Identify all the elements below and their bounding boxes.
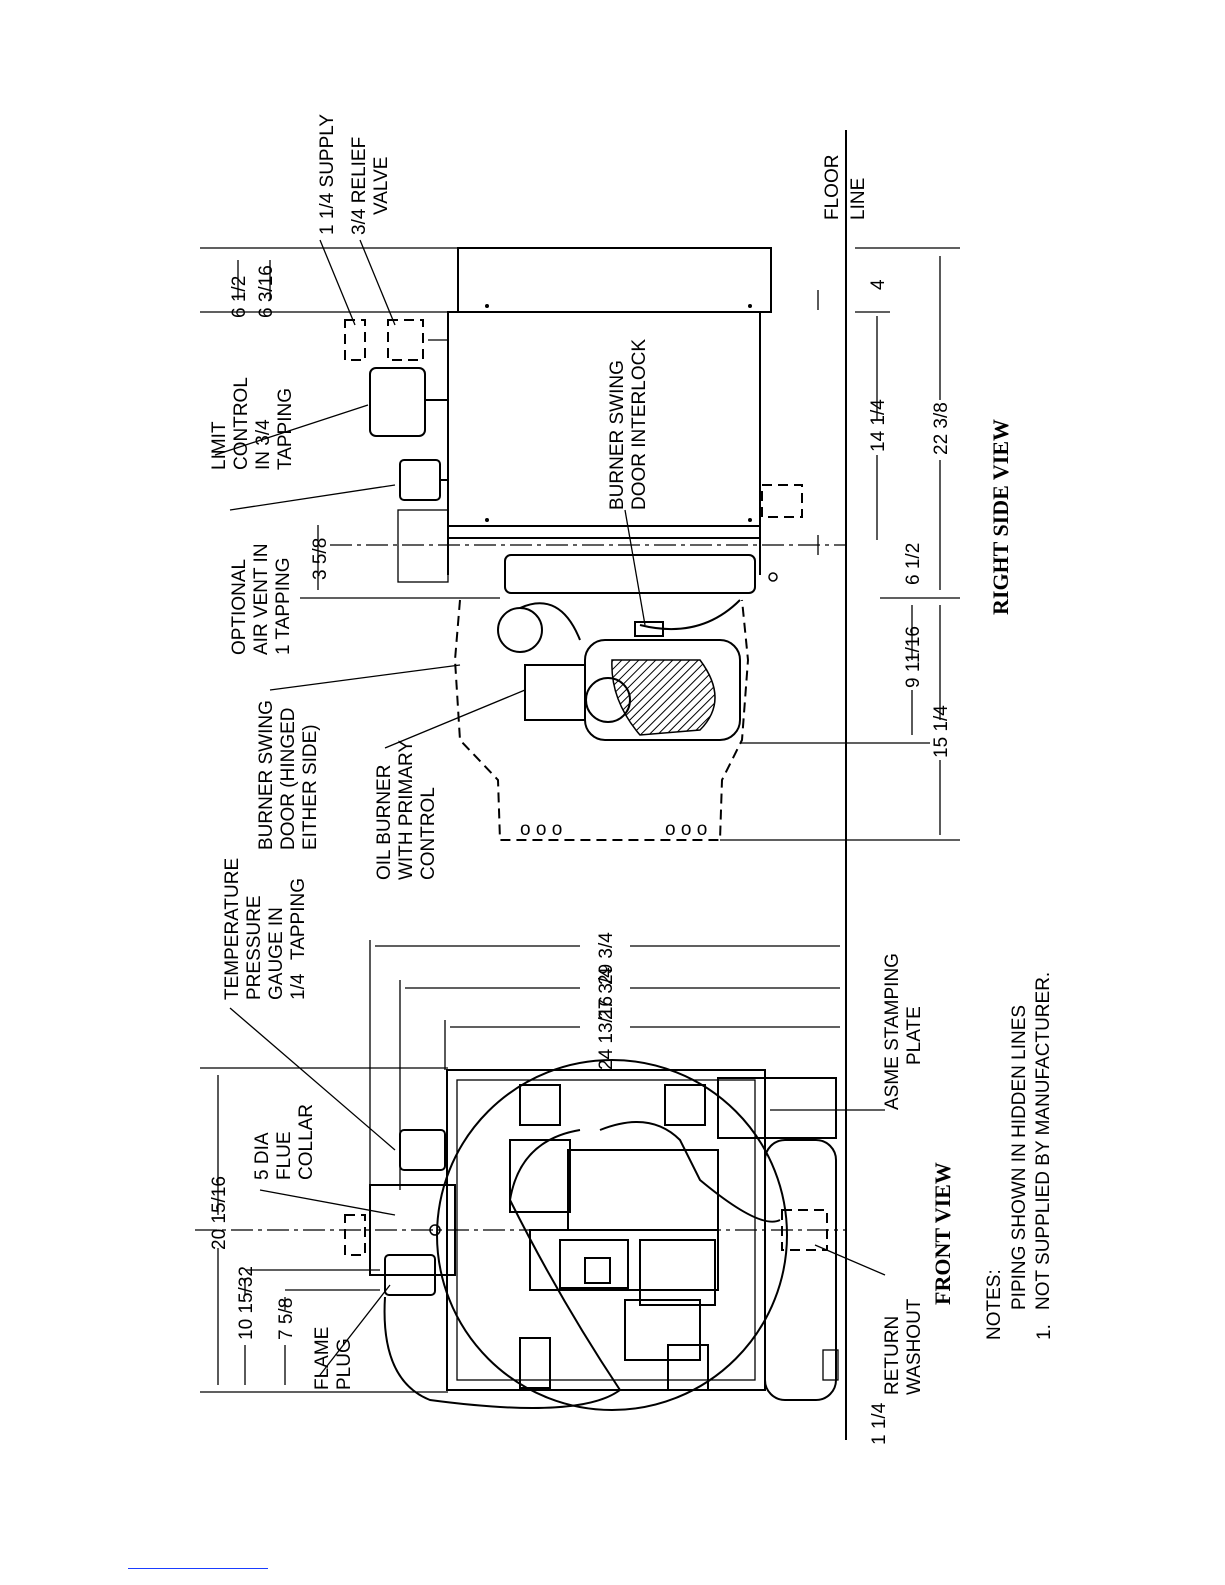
svg-text:o o o: o o o	[520, 819, 562, 840]
return-size-label: 1 1/4	[869, 1402, 890, 1445]
svg-text:1 1/4: 1 1/4	[869, 1402, 890, 1445]
asme-plate-label: ASME STAMPING PLATE	[882, 953, 925, 1110]
air-vent-label: OPTIONAL AIR VENT IN 1 TAPPING	[229, 543, 294, 655]
supply-label: 1 1/4 SUPPLY	[317, 114, 338, 235]
note-1-text: PIPING SHOWN IN HIDDEN LINES NOT SUPPLIE…	[1009, 972, 1054, 1310]
svg-text:1 1/4 SUPPLY: 1 1/4 SUPPLY	[317, 114, 338, 235]
relief-valve-label: 3/4 RELIEF VALVE	[349, 137, 392, 235]
svg-text:PIPING SHOWN IN HIDDEN LINES: PIPING SHOWN IN HIDDEN LINES	[1009, 1005, 1030, 1310]
dim-height-1: 29 3/4	[596, 932, 617, 985]
svg-text:22 3/8: 22 3/8	[931, 402, 952, 455]
floor-line-label: FLOOR LINE	[822, 155, 869, 220]
temp-gauge-label: TEMPERATURE PRESSURE GAUGE IN TAPPING 1/…	[222, 858, 309, 1000]
svg-text:GAUGE IN: GAUGE IN	[266, 907, 287, 1000]
svg-text:CONTROL: CONTROL	[418, 787, 439, 880]
dim-4: 4	[868, 279, 889, 290]
front-view	[195, 940, 886, 1411]
svg-text:OPTIONAL: OPTIONAL	[229, 559, 250, 655]
dim-top-2: 6 3/16	[256, 265, 277, 318]
svg-text:DOOR INTERLOCK: DOOR INTERLOCK	[629, 339, 650, 510]
svg-text:7 5/8: 7 5/8	[276, 1298, 297, 1340]
footer-link-underline	[128, 1568, 268, 1569]
svg-text:1/4: 1/4	[288, 973, 309, 1000]
right-side-view: o o o o o o	[200, 247, 960, 841]
oil-burner-label: OIL BURNER WITH PRIMARY CONTROL	[374, 740, 439, 880]
svg-text:EITHER SIDE): EITHER SIDE)	[300, 724, 321, 850]
svg-text:TAPPING: TAPPING	[288, 878, 309, 960]
svg-text:3/4 RELIEF: 3/4 RELIEF	[349, 137, 370, 235]
svg-text:PLUG: PLUG	[334, 1338, 355, 1390]
svg-text:TAPPING: TAPPING	[275, 388, 296, 470]
svg-text:BURNER SWING: BURNER SWING	[256, 700, 277, 850]
dim-overall-width: 20 15/16	[209, 1176, 230, 1250]
svg-text:VALVE: VALVE	[371, 157, 392, 215]
svg-text:27 3/4: 27 3/4	[596, 967, 617, 1020]
swing-door-label: BURNER SWING DOOR (HINGED EITHER SIDE)	[256, 700, 321, 850]
svg-text:COLLAR: COLLAR	[296, 1104, 317, 1180]
flame-plug-label: FLAME PLUG	[312, 1327, 355, 1390]
limit-control-label: LIMIT CONTROL IN 3/4 TAPPING	[209, 377, 296, 470]
dim-offset-2: 7 5/8	[276, 1298, 297, 1340]
dim-top-1: 6 1/2	[229, 276, 250, 318]
svg-text:29 3/4: 29 3/4	[596, 932, 617, 985]
svg-text:6 3/16: 6 3/16	[256, 265, 277, 318]
svg-text:RETURN: RETURN	[882, 1316, 903, 1395]
notes-heading: NOTES:	[984, 1269, 1005, 1340]
svg-text:LINE: LINE	[848, 178, 869, 220]
svg-text:9 11/16: 9 11/16	[903, 626, 924, 688]
leaders	[214, 239, 646, 749]
svg-text:6 1/2: 6 1/2	[903, 543, 924, 585]
svg-text:14 1/4: 14 1/4	[868, 399, 889, 452]
svg-text:CONTROL: CONTROL	[231, 377, 252, 470]
dim-vent-offset: 3 5/8	[310, 538, 331, 580]
svg-text:DOOR (HINGED: DOOR (HINGED	[278, 708, 299, 851]
dim-15: 15 1/4	[931, 705, 952, 758]
svg-text:WITH PRIMARY: WITH PRIMARY	[396, 740, 417, 880]
svg-text:1 TAPPING: 1 TAPPING	[273, 558, 294, 656]
svg-text:AIR VENT IN: AIR VENT IN	[251, 543, 272, 655]
svg-text:24 13/16: 24 13/16	[596, 996, 617, 1070]
svg-text:FRONT VIEW: FRONT VIEW	[930, 1162, 955, 1305]
svg-text:FLOOR: FLOOR	[822, 155, 843, 220]
svg-text:o o o: o o o	[665, 819, 707, 840]
svg-text:3 5/8: 3 5/8	[310, 538, 331, 580]
dim-6: 6 1/2	[903, 543, 924, 585]
svg-text:5 DIA: 5 DIA	[252, 1132, 273, 1180]
dim-22: 22 3/8	[931, 402, 952, 455]
dim-9: 9 11/16	[903, 626, 924, 688]
svg-text:15 1/4: 15 1/4	[931, 705, 952, 758]
note-1-number: 1.	[1034, 1324, 1055, 1340]
svg-text:FLAME: FLAME	[312, 1327, 333, 1390]
dim-offset-1: 10 15/32	[236, 1266, 257, 1340]
svg-text:IN 3/4: IN 3/4	[253, 419, 274, 470]
svg-text:WASHOUT: WASHOUT	[904, 1298, 925, 1395]
svg-text:1.: 1.	[1034, 1324, 1055, 1340]
svg-text:4: 4	[868, 279, 889, 290]
svg-text:PRESSURE: PRESSURE	[244, 895, 265, 1000]
interlock-label: BURNER SWING DOOR INTERLOCK	[607, 339, 650, 510]
return-washout-label: RETURN WASHOUT	[882, 1298, 925, 1395]
svg-text:20 15/16: 20 15/16	[209, 1176, 230, 1250]
svg-text:6 1/2: 6 1/2	[229, 276, 250, 318]
svg-text:ASME STAMPING: ASME STAMPING	[882, 953, 903, 1110]
svg-text:NOTES:: NOTES:	[984, 1269, 1005, 1340]
dim-height-3: 24 13/16	[596, 996, 617, 1070]
svg-text:NOT SUPPLIED BY MANUFACTURER.: NOT SUPPLIED BY MANUFACTURER.	[1033, 972, 1054, 1310]
svg-text:FLUE: FLUE	[274, 1131, 295, 1180]
svg-text:PLATE: PLATE	[904, 1006, 925, 1065]
svg-text:RIGHT SIDE VIEW: RIGHT SIDE VIEW	[988, 419, 1013, 615]
right-side-view-title: RIGHT SIDE VIEW	[988, 419, 1013, 615]
svg-text:OIL BURNER: OIL BURNER	[374, 765, 395, 880]
dim-height-2: 27 3/4	[596, 967, 617, 1020]
front-view-title: FRONT VIEW	[930, 1162, 955, 1305]
svg-text:LIMIT: LIMIT	[209, 421, 230, 470]
svg-text:TEMPERATURE: TEMPERATURE	[222, 858, 243, 1000]
svg-text:BURNER SWING: BURNER SWING	[607, 360, 628, 510]
dim-14: 14 1/4	[868, 399, 889, 452]
svg-text:10 15/32: 10 15/32	[236, 1266, 257, 1340]
flue-collar-label: 5 DIA FLUE COLLAR	[252, 1104, 317, 1180]
